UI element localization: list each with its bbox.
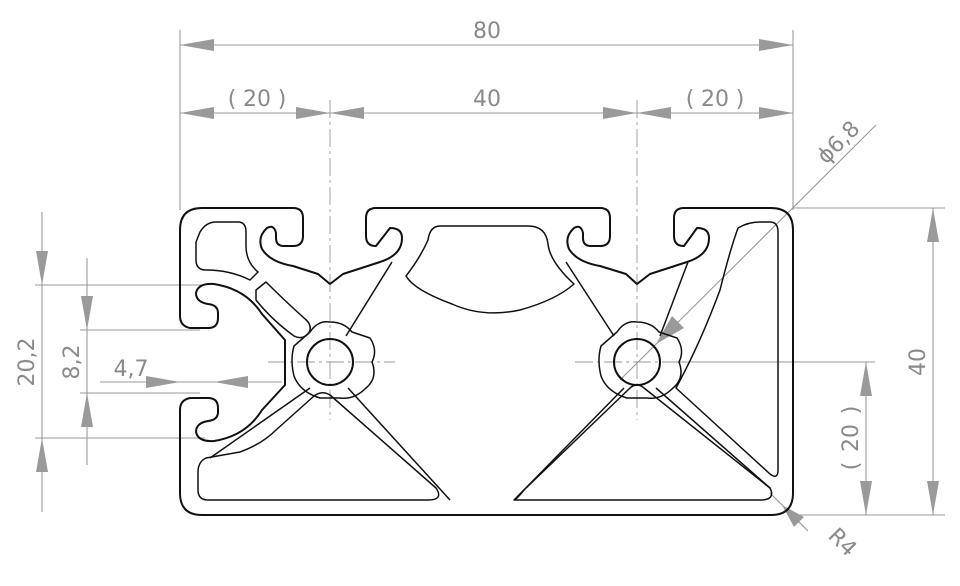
dimension-4-7: [100, 376, 282, 388]
profile-outer-contour: [179, 207, 794, 516]
dimension-20-2: [36, 212, 48, 512]
label-slot-lip: 4,7: [114, 357, 149, 382]
paren-right-offset-open: (: [686, 87, 695, 112]
label-right-offset: 20: [701, 87, 729, 112]
label-slot-opening: 8,2: [60, 345, 85, 380]
label-overall-width: 80: [473, 19, 501, 44]
screw-boss-left: [291, 320, 376, 400]
aluminium-profile: [179, 207, 794, 516]
paren-right-offset-close: ): [736, 87, 745, 112]
dimension-row-bays: [180, 107, 793, 119]
center-lines: [268, 100, 700, 420]
label-corner-radius: R4: [823, 524, 861, 562]
dimension-40-vertical: [927, 208, 939, 515]
pocket-upper-right: [675, 221, 779, 477]
pocket-lower-left: [197, 392, 440, 501]
pocket-left-web: [255, 281, 311, 339]
label-slot-depth: 20,2: [15, 338, 40, 387]
screw-boss-right: [598, 320, 683, 400]
paren-lower-offset-open: (: [839, 462, 864, 471]
pocket-upper-left: [195, 221, 259, 281]
paren-left-offset-close: ): [278, 87, 287, 112]
dimension-corner-radius: [769, 492, 809, 532]
dimension-8-2: [81, 258, 93, 465]
label-left-offset: 20: [243, 87, 271, 112]
center-hole-right: [613, 338, 661, 386]
dimension-hole-diameter: [619, 124, 877, 381]
dimension-20-vertical: [860, 362, 872, 515]
pocket-center-upper: [405, 225, 575, 314]
dimension-80: [180, 39, 793, 51]
label-center-spacing: 40: [473, 87, 501, 112]
paren-left-offset-open: (: [228, 87, 237, 112]
label-lower-offset: 20: [839, 424, 864, 452]
label-overall-height: 40: [906, 348, 931, 376]
center-hole-left: [306, 338, 354, 386]
diagonal-webs: [209, 261, 771, 501]
pocket-center-lower: [513, 384, 773, 501]
paren-lower-offset-close: ): [839, 406, 864, 415]
